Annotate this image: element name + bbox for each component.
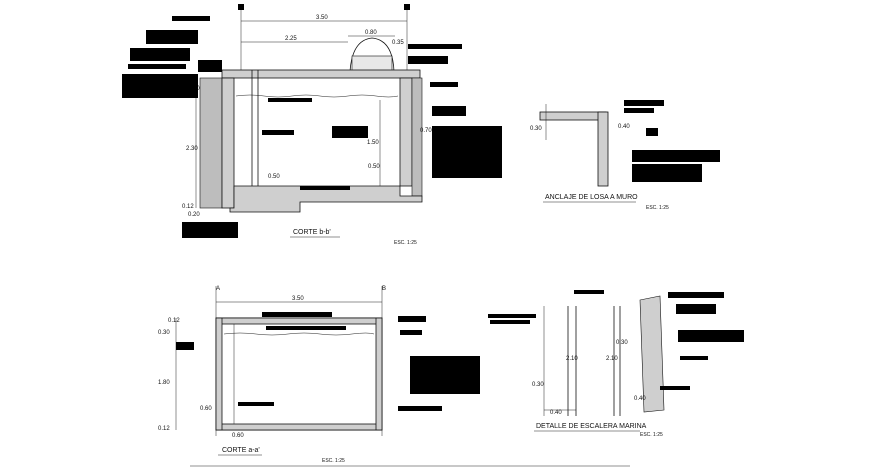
note-block — [668, 292, 724, 298]
note-block — [680, 356, 708, 360]
axis-b-label: B — [382, 286, 386, 292]
section-corte-bb: 3.50 2.25 0.80 0.35 1.50 0.50 0.70 0.30 … — [122, 4, 502, 246]
note-block — [624, 100, 664, 106]
esc-dim-height-right: 2.10 — [606, 356, 618, 362]
bottom-slab — [229, 185, 423, 213]
note-block — [198, 60, 222, 72]
anclaje-slab — [539, 111, 607, 121]
aa-dim-top: 0.30 — [158, 330, 170, 336]
note-block — [678, 330, 744, 342]
aa-dim-height: 1.80 — [158, 380, 170, 386]
anclaje-dim-left: 0.30 — [530, 126, 542, 132]
water-line — [235, 94, 399, 98]
note-block — [176, 342, 194, 350]
dim-bottom-left2: 0.20 — [188, 212, 200, 218]
anclaje-dim-right: 0.40 — [618, 124, 630, 130]
note-block — [432, 126, 502, 178]
wall-left — [221, 77, 235, 209]
escalera-scale: ESC. 1:25 — [640, 432, 663, 438]
aa-dim-total-width: 3.50 — [292, 296, 304, 302]
note-block — [432, 106, 466, 116]
esc-dim-step-right: 0.30 — [616, 340, 628, 346]
esc-dim-height-left: 2.10 — [566, 356, 578, 362]
wall-right — [399, 77, 413, 187]
corte-bb-title: CORTE b-b' — [293, 229, 331, 236]
anclaje-scale: ESC. 1:25 — [646, 205, 669, 211]
note-block — [238, 402, 274, 406]
section-anclaje: 0.30 0.40 ANCLAJE DE LOSA A MURO ESC. 1:… — [530, 100, 720, 211]
note-block — [488, 314, 536, 318]
dim-height: 2.30 — [186, 146, 198, 152]
section-escalera: 2.10 0.30 0.40 2.10 0.30 0.40 DETALLE DE… — [488, 290, 744, 438]
note-block — [122, 74, 198, 98]
aa-dim-mid: 0.60 — [200, 406, 212, 412]
note-block — [128, 64, 186, 69]
note-block — [400, 330, 422, 335]
note-block — [268, 98, 312, 102]
note-block — [398, 406, 442, 411]
tank-outline — [215, 317, 383, 431]
corte-bb-scale: ESC. 1:25 — [394, 240, 417, 246]
note-block — [410, 356, 480, 394]
note-block — [676, 304, 716, 314]
note-block — [266, 326, 346, 330]
note-block — [182, 222, 238, 238]
note-block — [262, 130, 294, 135]
esc-dim-base-right: 0.40 — [634, 396, 646, 402]
section-corte-aa: A B 3.50 0.12 0.30 1.80 0.12 0.60 0.60 C… — [158, 286, 480, 464]
note-block — [332, 126, 368, 138]
note-block — [408, 56, 448, 64]
dim-right-mid: 0.70 — [420, 128, 432, 134]
aa-dim-top-small: 0.12 — [168, 318, 180, 324]
dim-inner-width: 2.25 — [285, 36, 297, 42]
note-block — [574, 290, 604, 294]
note-block — [130, 48, 190, 61]
aa-dim-bottom-small: 0.12 — [158, 426, 170, 432]
corte-aa-scale: ESC. 1:25 — [322, 458, 345, 464]
note-block — [646, 128, 658, 136]
soil-right — [411, 77, 423, 197]
dim-total-width: 3.50 — [316, 15, 328, 21]
note-block — [300, 186, 350, 190]
escalera-title: DETALLE DE ESCALERA MARINA — [536, 423, 647, 430]
note-block — [660, 386, 690, 390]
note-block — [146, 30, 198, 44]
note-block — [624, 108, 654, 113]
axis-a-label: A — [216, 286, 220, 292]
note-block — [408, 44, 462, 49]
top-slab — [221, 69, 421, 79]
aa-water-line — [223, 332, 375, 336]
esc-dim-base-left: 0.40 — [550, 410, 562, 416]
note-block — [632, 150, 720, 162]
anclaje-wall — [597, 111, 609, 187]
dim-right-lower: 0.50 — [368, 164, 380, 170]
note-block — [632, 164, 702, 182]
corte-aa-title: CORTE a-a' — [222, 447, 260, 454]
dim-bottom-mid: 0.50 — [268, 174, 280, 180]
dim-bottom-left: 0.12 — [182, 204, 194, 210]
note-block — [430, 82, 458, 87]
axis-marker-right — [404, 4, 410, 10]
dim-top-right: 0.80 — [365, 30, 377, 36]
note-block — [398, 316, 426, 322]
anclaje-title: ANCLAJE DE LOSA A MURO — [545, 194, 638, 201]
soil-left — [199, 77, 223, 209]
note-block — [490, 320, 530, 324]
axis-marker-left — [238, 4, 244, 10]
note-block — [172, 16, 210, 21]
dim-small: 0.35 — [392, 40, 404, 46]
note-block — [262, 312, 332, 317]
aa-dim-bottom: 0.60 — [232, 433, 244, 439]
escalera-wall — [639, 295, 665, 413]
dim-right-height: 1.50 — [367, 140, 379, 146]
esc-dim-step-left: 0.30 — [532, 382, 544, 388]
